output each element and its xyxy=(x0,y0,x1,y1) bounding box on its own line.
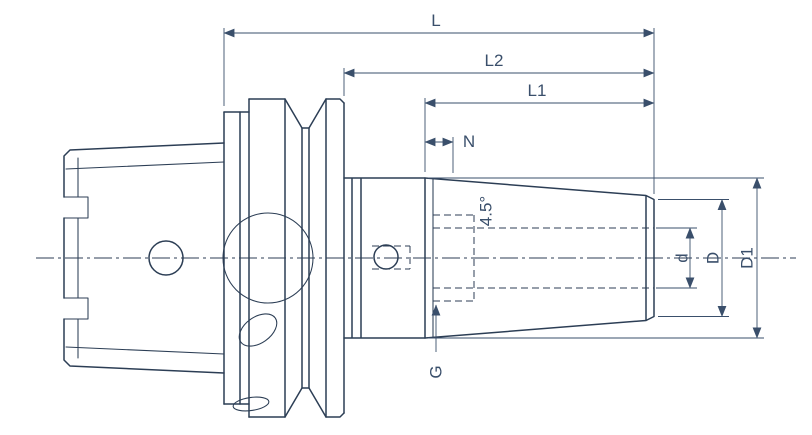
label-l1: L1 xyxy=(528,81,547,100)
flange-relief-circle xyxy=(222,212,314,304)
flange-profile xyxy=(223,98,345,418)
lock-screw-hole xyxy=(373,244,399,270)
shank-outline xyxy=(63,142,225,374)
label-taper-angle: 4.5° xyxy=(477,196,496,226)
flange-bottom-hole xyxy=(232,396,270,412)
extension-lines xyxy=(223,28,764,339)
flange-vertical-edges xyxy=(223,98,345,418)
shank-grip-hole xyxy=(148,240,184,276)
flange xyxy=(222,98,345,418)
label-nose-diameter: D xyxy=(704,252,723,264)
hsk-shank xyxy=(63,142,225,374)
bore-hidden-lines xyxy=(433,227,654,289)
label-body-diameter: D1 xyxy=(738,247,757,269)
label-bore-diameter: d xyxy=(673,253,692,262)
flange-balance-hole xyxy=(238,313,278,347)
taper-outline xyxy=(424,177,655,339)
dimensions: L L2 L1 N 4.5° d D D1 G xyxy=(223,11,764,379)
label-coolant-thread: G xyxy=(427,365,446,378)
thread-hidden-lines xyxy=(433,214,475,302)
label-l2: L2 xyxy=(485,51,504,70)
neck-section xyxy=(343,177,426,339)
label-n: N xyxy=(463,132,475,151)
coolant-passage-hidden xyxy=(372,245,411,270)
shank-drive-slots xyxy=(63,196,89,320)
shank-taper-edges xyxy=(65,157,225,359)
neck-edges xyxy=(343,177,426,339)
label-overall-length: L xyxy=(431,11,440,30)
